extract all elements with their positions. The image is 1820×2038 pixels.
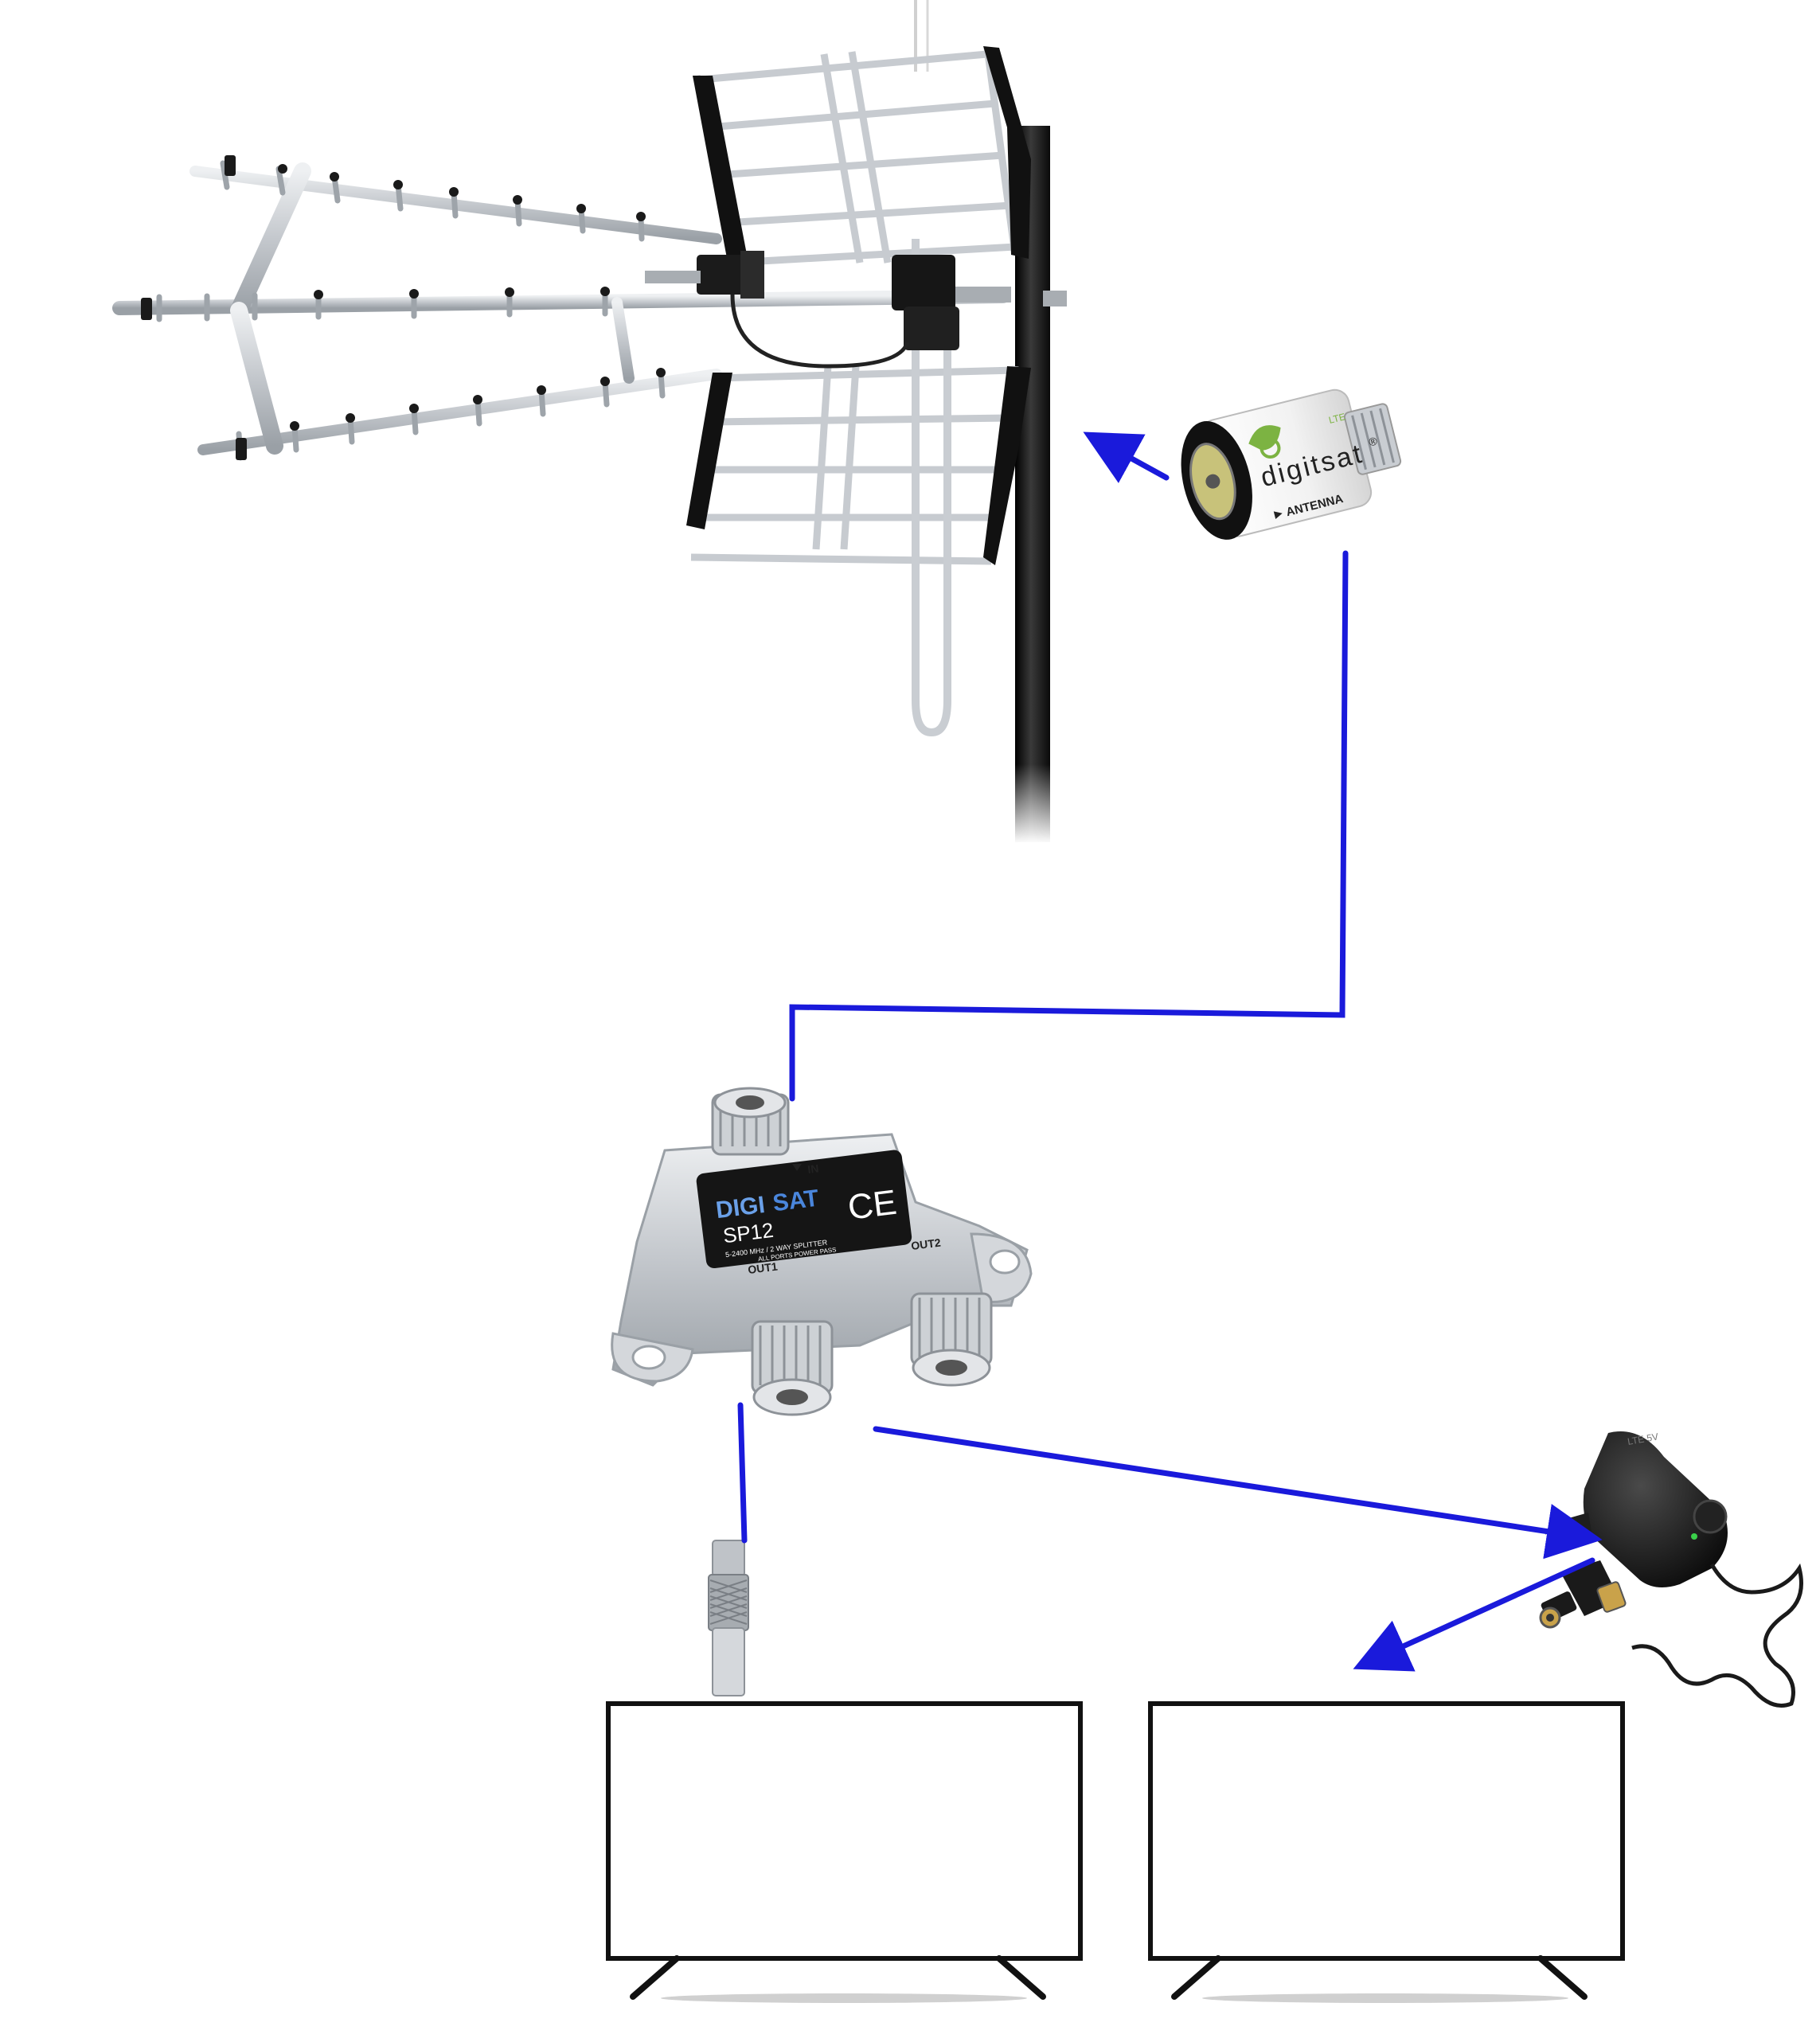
cable-amp-to-splitter [789, 550, 1349, 1102]
tv-icon [606, 1701, 1083, 2003]
connections [737, 431, 1603, 1672]
splitter-icon: DIGI SAT SP12 CE 5-2400 MHz / 2 WAY SPLI… [611, 1087, 1033, 1416]
splitter-brand-prefix: DIGI [714, 1192, 766, 1224]
splitter-out2-label: OUT2 [910, 1236, 941, 1252]
yagi-antenna-icon [112, 162, 1010, 455]
grid-reflector-lower [686, 365, 1031, 565]
arrow-out2-to-psu [873, 1426, 1603, 1560]
splitter-ce-mark: CE [846, 1183, 899, 1228]
amplifier-icon: digitsat ® LTE ANTENNA [1181, 388, 1402, 540]
tv-icon-2 [1148, 1701, 1625, 2003]
antenna-clamp-right [892, 255, 1067, 350]
yagi-element-caps [141, 155, 666, 460]
amplifier-edition: LTE [1328, 411, 1347, 426]
cable-out1-to-adapter [737, 1402, 748, 1544]
antenna-cable [730, 294, 910, 369]
splitter-input-label: IN [807, 1162, 819, 1176]
splitter-out1-label: OUT1 [747, 1260, 778, 1276]
power-injector [1539, 1560, 1627, 1629]
grid-reflector-upper [693, 46, 1031, 267]
splitter-out2-connector [910, 1292, 993, 1387]
coax-adapter-icon [708, 1540, 749, 1696]
power-supply-icon: LTE 5V [1539, 1431, 1803, 1708]
splitter-out1-connector [751, 1320, 834, 1416]
dipole-loop [912, 239, 951, 737]
arrow-amp-to-antenna [1083, 431, 1170, 483]
amplifier-mark: ® [1367, 434, 1379, 448]
arrow-injector-to-tv [1353, 1557, 1595, 1672]
splitter-input-connector [711, 1087, 790, 1156]
splitter-label: DIGI SAT SP12 CE 5-2400 MHz / 2 WAY SPLI… [696, 1150, 912, 1269]
antenna [112, 0, 1067, 844]
psu-embossed-text: LTE 5V [1627, 1431, 1659, 1447]
antenna-clamp-left [645, 251, 764, 299]
splitter-brand-suffix: SAT [771, 1185, 820, 1217]
